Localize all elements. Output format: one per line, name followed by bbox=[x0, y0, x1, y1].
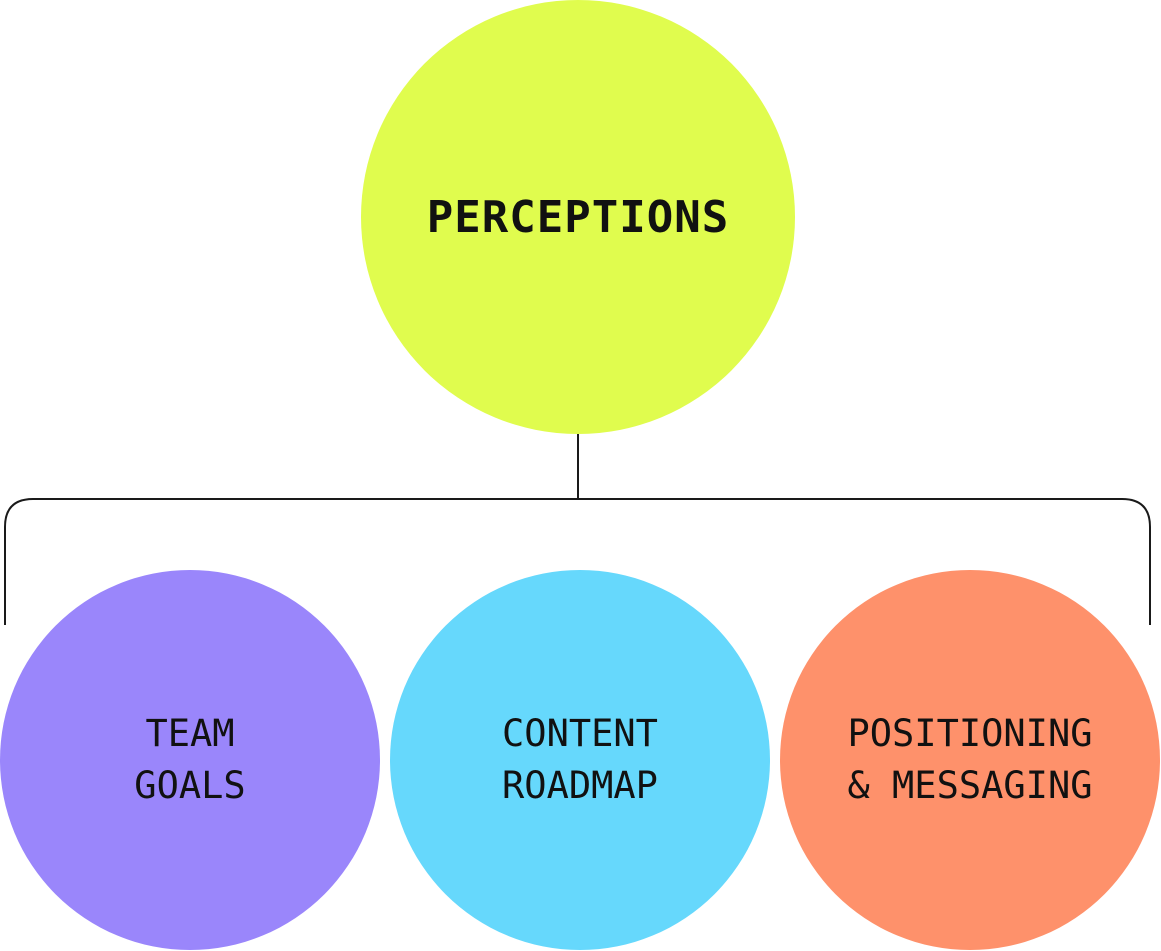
team-goals-node: TEAM GOALS bbox=[0, 570, 380, 950]
positioning-messaging-label-line1: POSITIONING bbox=[847, 712, 1093, 755]
perceptions-label: PERCEPTIONS bbox=[426, 191, 730, 243]
branch-bracket-line bbox=[4, 498, 1151, 625]
perceptions-node: PERCEPTIONS bbox=[361, 0, 795, 434]
content-roadmap-label-line1: CONTENT bbox=[502, 712, 658, 755]
team-goals-label-line1: TEAM bbox=[145, 712, 235, 755]
positioning-messaging-label-line2: & MESSAGING bbox=[847, 764, 1093, 807]
content-roadmap-label-line2: ROADMAP bbox=[502, 764, 658, 807]
positioning-messaging-node: POSITIONING & MESSAGING bbox=[780, 570, 1160, 950]
content-roadmap-node: CONTENT ROADMAP bbox=[390, 570, 770, 950]
team-goals-label-line2: GOALS bbox=[134, 764, 246, 807]
